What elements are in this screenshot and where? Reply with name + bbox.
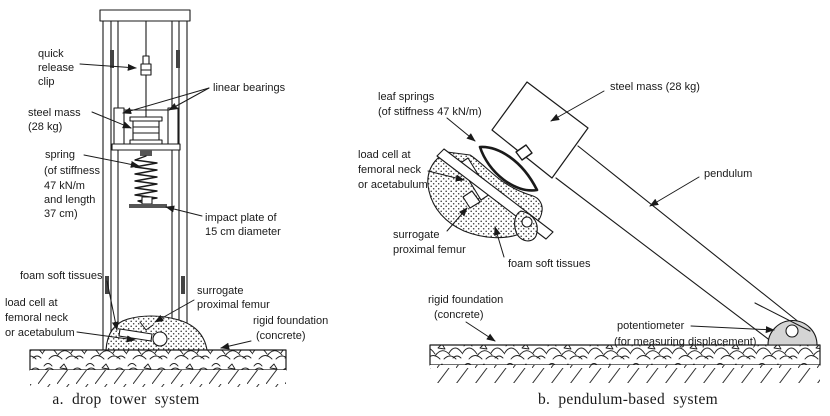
foundation-b — [429, 344, 821, 383]
pendulum-diagram — [427, 81, 821, 383]
label-steel-mass-a: steel mass (28 kg) — [28, 107, 81, 133]
label-spring: spring (of stiffness 47 kN/m and length … — [44, 149, 101, 220]
steel-mass-b — [491, 81, 589, 179]
leader-lines-b — [427, 90, 775, 342]
label-line: impact plate of — [205, 212, 277, 224]
caption-panel-b: b. pendulum-based system — [538, 391, 718, 408]
potentiometer-knob — [785, 324, 799, 338]
label-line: (concrete) — [256, 330, 306, 342]
label-line: rigid foundation — [253, 315, 328, 327]
label-line: clip — [38, 76, 55, 88]
label-surrogate-femur-a: surrogate proximal femur — [197, 285, 270, 311]
label-line: proximal femur — [393, 244, 466, 256]
label-line: femoral neck — [5, 312, 68, 324]
label-pendulum: pendulum — [704, 168, 752, 180]
label-line: (of stiffness — [44, 165, 101, 177]
label-line: femoral neck — [358, 164, 421, 176]
label-line: spring — [45, 149, 75, 161]
label-steel-mass-b: steel mass (28 kg) — [610, 81, 700, 93]
label-line: (28 kg) — [28, 121, 62, 133]
label-line: 47 kN/m — [44, 180, 85, 192]
label-line: release — [38, 62, 74, 74]
impact-plate — [129, 196, 167, 208]
label-line: leaf springs — [378, 91, 435, 103]
pendulum-arm — [555, 145, 811, 349]
leader-lines-a — [76, 63, 252, 350]
label-quick-release-clip: quick release clip — [38, 48, 74, 88]
label-rigid-foundation-b: rigid foundation (concrete) — [428, 294, 503, 321]
label-line: linear bearings — [213, 82, 286, 94]
label-line: (for measuring displacement) — [614, 336, 756, 348]
leaf-springs — [478, 144, 539, 192]
drop-tower-diagram — [29, 9, 287, 387]
label-line: pendulum — [704, 168, 752, 180]
labels-panel-a: quick release clip steel mass (28 kg) sp… — [5, 48, 328, 408]
label-potentiometer: potentiometer (for measuring displacemen… — [614, 320, 756, 348]
label-line: or acetabulum — [358, 179, 428, 191]
label-foam-soft-tissues-b: foam soft tissues — [508, 258, 591, 270]
release-rod — [140, 20, 152, 118]
labels-panel-b: leaf springs (of stiffness 47 kN/m) stee… — [358, 81, 756, 408]
label-impact-plate: impact plate of 15 cm diameter — [205, 212, 281, 238]
label-line: surrogate — [197, 285, 243, 297]
label-load-cell-a: load cell at femoral neck or acetabulum — [5, 297, 75, 339]
plate-end-pouch — [514, 210, 538, 242]
label-line: foam soft tissues — [508, 258, 591, 270]
carriage-assembly — [111, 107, 181, 151]
label-line: rigid foundation — [428, 294, 503, 306]
label-surrogate-femur-b: surrogate proximal femur — [393, 229, 466, 256]
label-foam-soft-tissues-a: foam soft tissues — [20, 270, 103, 282]
label-load-cell-b: load cell at femoral neck or acetabulum — [358, 149, 428, 191]
label-line: (concrete) — [434, 309, 484, 321]
label-line: 37 cm) — [44, 208, 78, 220]
caption-panel-a: a. drop tower system — [52, 391, 199, 408]
label-line: 15 cm diameter — [205, 226, 281, 238]
label-line: steel mass — [28, 107, 81, 119]
label-line: or acetabulum — [5, 327, 75, 339]
label-line: proximal femur — [197, 299, 270, 311]
label-line: steel mass (28 kg) — [610, 81, 700, 93]
label-line: load cell at — [358, 149, 411, 161]
label-line: load cell at — [5, 297, 58, 309]
label-rigid-foundation-a: rigid foundation (concrete) — [253, 315, 328, 342]
label-line: potentiometer — [617, 320, 685, 332]
foundation-a — [29, 349, 287, 387]
pivot-dome — [754, 302, 818, 346]
guide-rails — [117, 20, 173, 349]
label-line: and length — [44, 194, 95, 206]
label-line: foam soft tissues — [20, 270, 103, 282]
spring-coil — [134, 150, 158, 205]
label-line: surrogate — [393, 229, 439, 241]
label-leaf-springs: leaf springs (of stiffness 47 kN/m) — [378, 91, 482, 118]
label-linear-bearings: linear bearings — [213, 82, 286, 94]
label-line: (of stiffness 47 kN/m) — [378, 106, 482, 118]
label-line: quick — [38, 48, 64, 60]
